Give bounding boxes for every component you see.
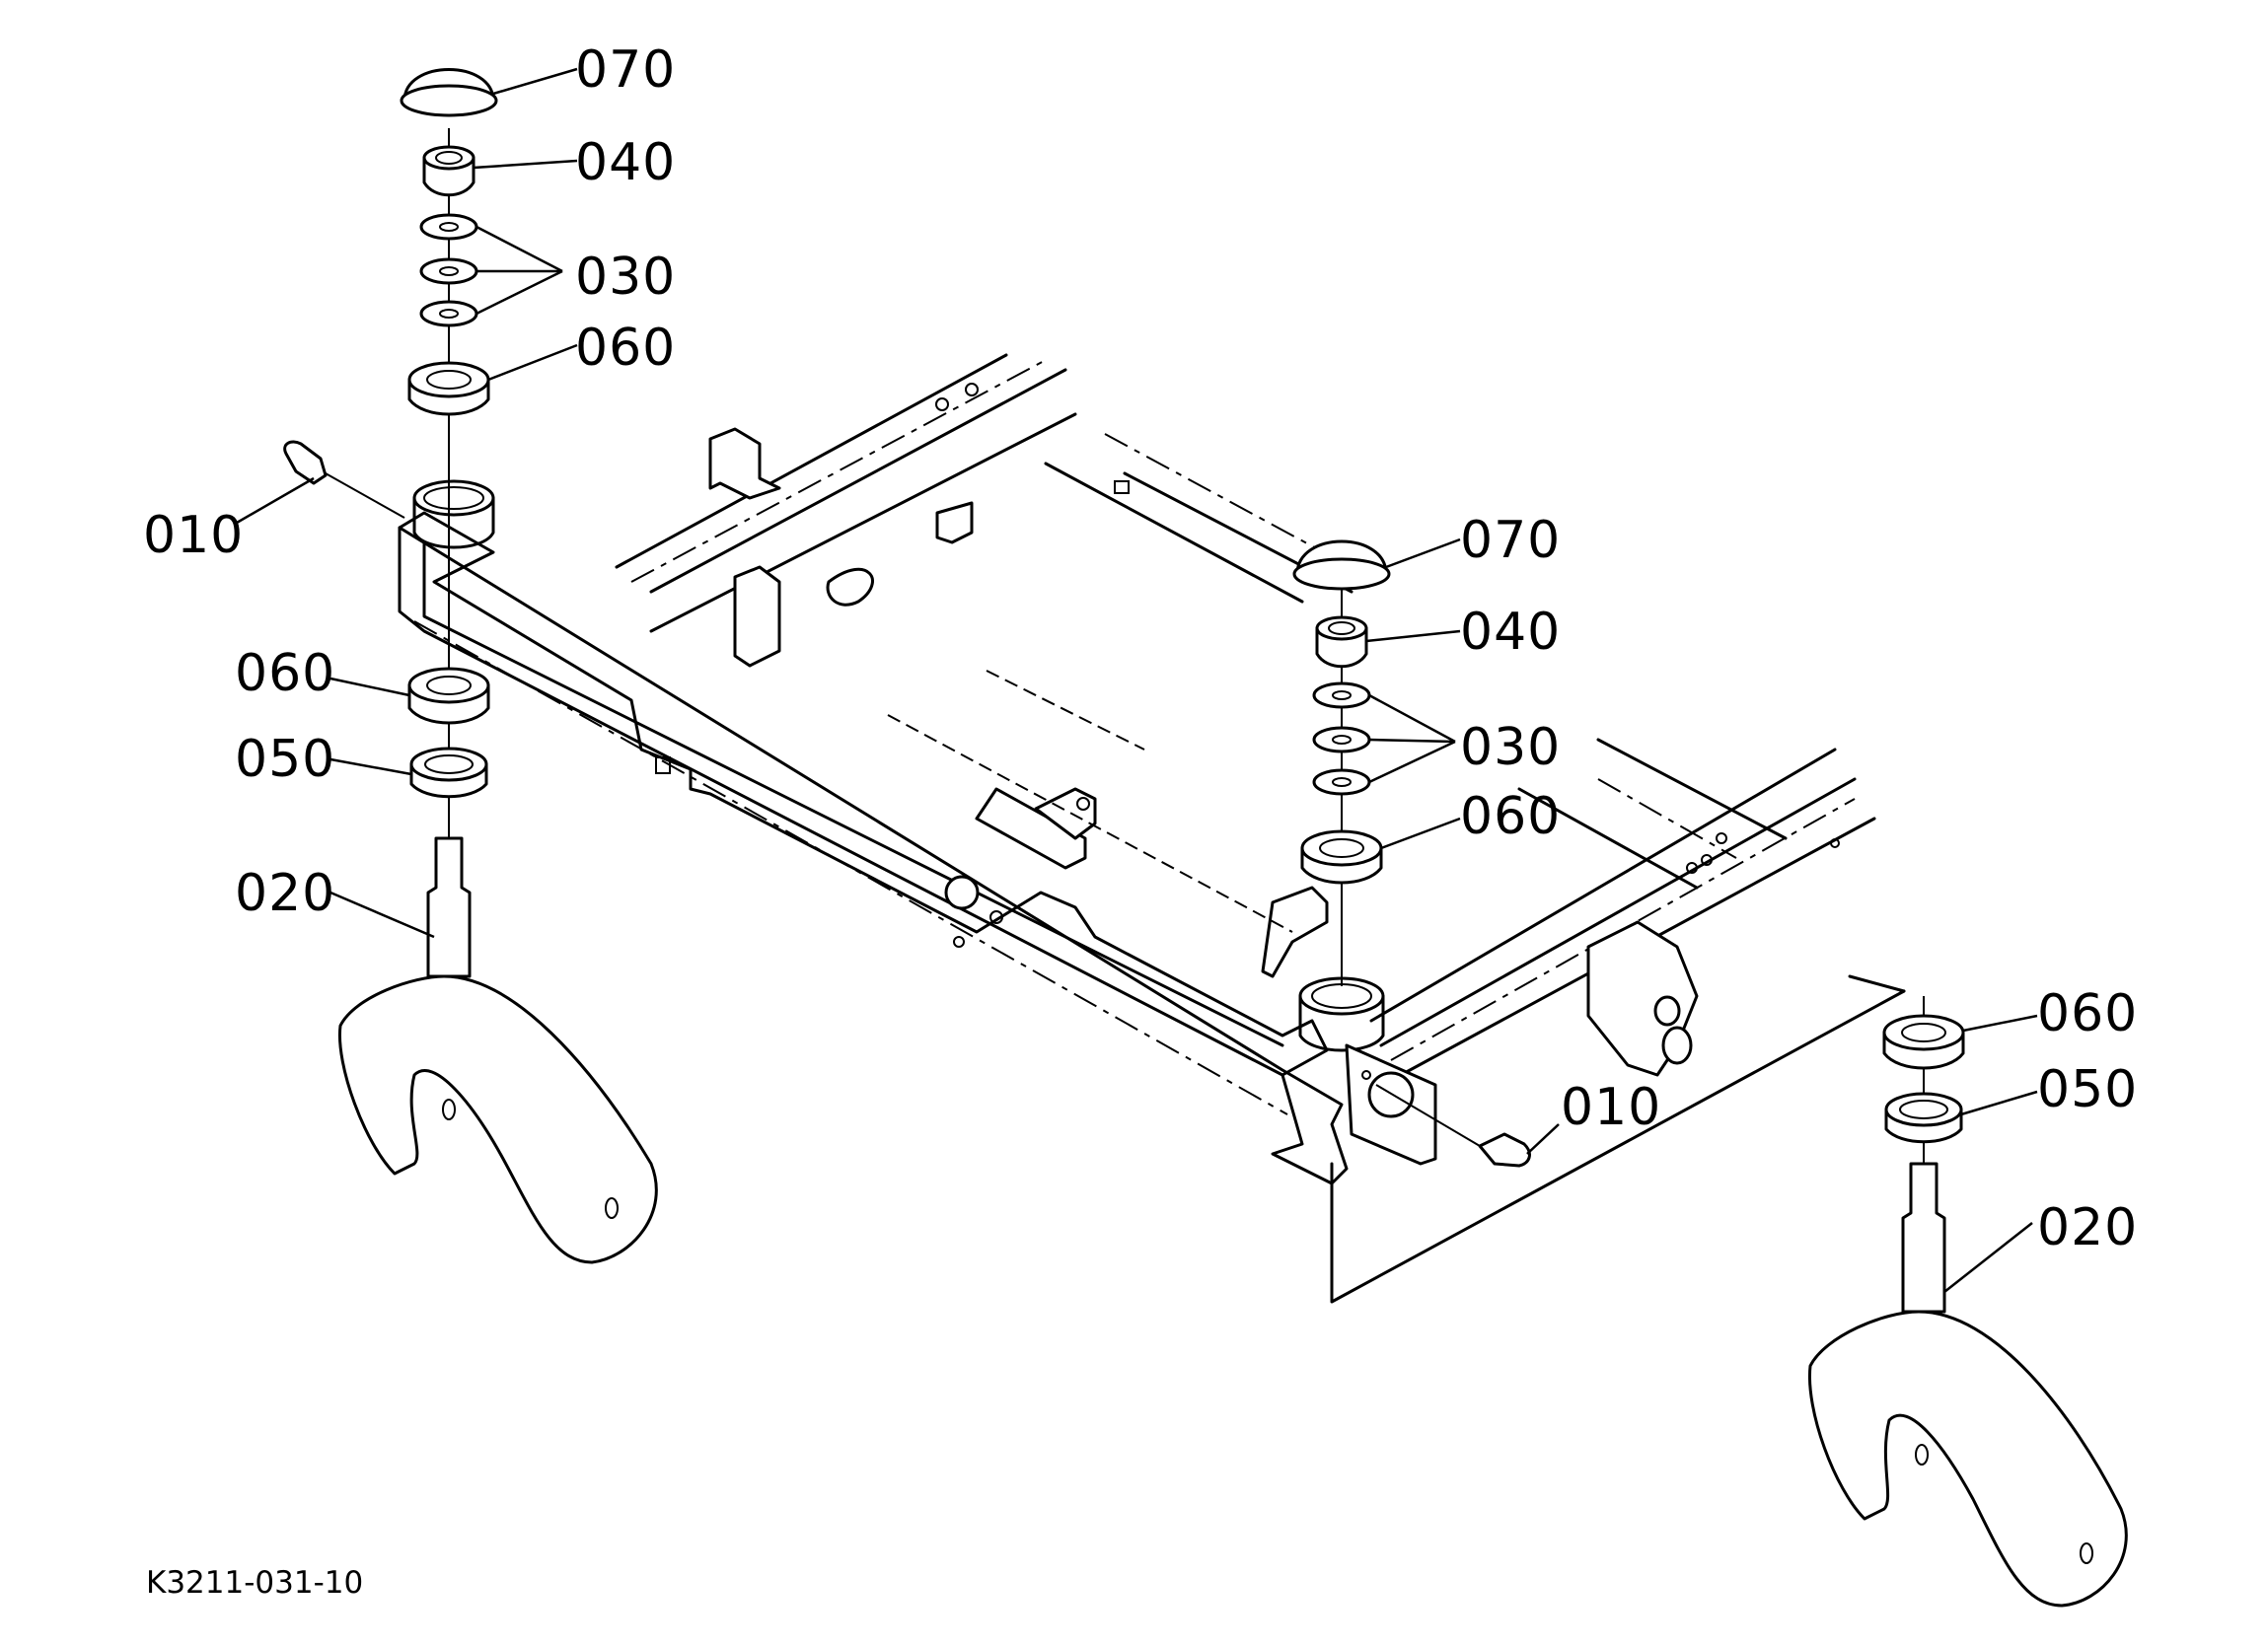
callout-050-right: 050 bbox=[2037, 1060, 2138, 1119]
callout-010-left: 010 bbox=[143, 506, 244, 565]
washer-left-3 bbox=[419, 300, 478, 327]
callout-040-right: 040 bbox=[1460, 603, 1561, 662]
callout-050-left: 050 bbox=[235, 730, 335, 789]
callout-040-left: 040 bbox=[575, 133, 676, 192]
washer-left-2 bbox=[419, 257, 478, 285]
right-upper-stack bbox=[1292, 539, 1531, 1168]
callout-060-right-top: 060 bbox=[1460, 787, 1561, 846]
callout-030-right: 030 bbox=[1460, 718, 1561, 777]
caster-spindle-right bbox=[1901, 1162, 1946, 1314]
callout-020-right: 020 bbox=[2037, 1198, 2138, 1257]
callout-060-right-low: 060 bbox=[2037, 984, 2138, 1043]
caster-spindle-left bbox=[426, 836, 472, 978]
callout-030-left: 030 bbox=[575, 248, 676, 307]
right-caster-stack bbox=[1807, 996, 2128, 1608]
callout-070-left: 070 bbox=[575, 40, 676, 100]
washer-right-3 bbox=[1312, 768, 1371, 796]
grease-fitting-right bbox=[1478, 1132, 1531, 1168]
callout-060-left-mid: 060 bbox=[235, 644, 335, 703]
frame-assembly bbox=[398, 353, 1906, 1304]
callout-010-right: 010 bbox=[1561, 1078, 1661, 1137]
caster-yoke-right bbox=[1807, 1310, 2128, 1608]
callout-labels: 070 040 030 060 010 060 050 020 070 040 … bbox=[143, 40, 2138, 1257]
caster-yoke-left bbox=[337, 974, 658, 1264]
washer-right-1 bbox=[1312, 681, 1371, 709]
washer-left-1 bbox=[419, 213, 478, 241]
callout-070-right: 070 bbox=[1460, 511, 1561, 570]
callout-020-left: 020 bbox=[235, 864, 335, 923]
drawing-number: K3211-031-10 bbox=[146, 1565, 363, 1601]
leader-lines bbox=[236, 67, 2038, 1293]
callout-060-left-top: 060 bbox=[575, 319, 676, 378]
grease-fitting-left bbox=[283, 440, 328, 485]
left-caster-stack bbox=[283, 68, 658, 1264]
washer-right-2 bbox=[1312, 726, 1371, 753]
